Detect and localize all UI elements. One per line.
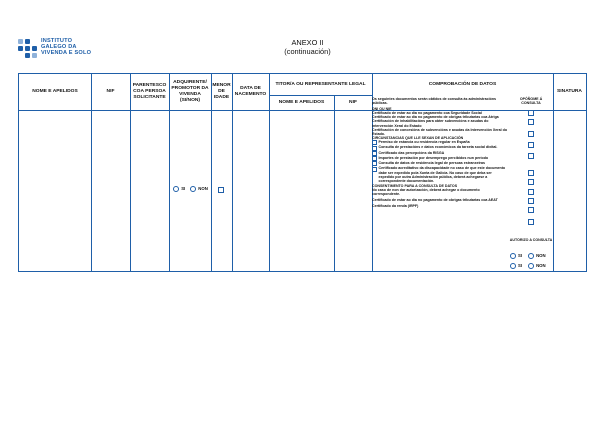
doc-item: Certificación de concesións de subvenció… [372,127,508,136]
column-divider [169,74,170,271]
logo-line: GALEGO DA [41,44,77,51]
minor-checkbox[interactable] [218,187,224,193]
buyer-no-radio[interactable] [190,186,197,192]
row-divider [269,95,372,96]
buyer-yes-radio[interactable] [173,186,180,192]
row-divider [19,110,586,111]
institute-logo: INSTITUTO GALEGO DA VIVENDA E SOLO [18,38,91,59]
header-nif: NIF [106,89,115,94]
header-name: NOME E APELIDOS [32,89,78,94]
header-guardian-nif: NIF [349,99,357,105]
buyer-choice: SI NON [170,186,211,192]
doc-item: Certificado de estar ao día no pagamento… [372,115,499,120]
doc-item: Permiso de estancia ou residencia regula… [378,139,470,144]
authorize-irpf-no-radio[interactable] [528,263,535,269]
applicable-heading: CIRCUNSTANCIAS QUE LLE SEXAN DE APLICACI… [372,135,464,140]
authorize-label: AUTORIZO A CONSULTA [509,238,553,242]
annex-title: ANEXO II [291,38,324,47]
oppose-checkbox[interactable] [528,119,534,125]
doc-item: Importes de prestación por desemprego pe… [378,155,489,160]
oppose-checkbox[interactable] [528,170,534,176]
yes-label: SI [518,252,523,258]
logo-text: INSTITUTO GALEGO DA VIVENDA E SOLO [41,38,91,57]
yes-label: SI [518,262,523,268]
doc-item: Certificado acreditativo da discapacidad… [378,166,506,183]
header-birth-date: DATA DE NACEMENTO [234,86,267,97]
oppose-checkbox[interactable] [528,142,534,148]
no-label: NON [536,262,546,268]
authorize-aeat-no-radio[interactable] [528,253,535,259]
oppose-checkbox[interactable] [528,179,534,185]
oppose-checkbox[interactable] [528,189,534,195]
header-guardian-name: NOME E APELIDOS [278,99,325,105]
doc-item: Certificado de estar ao día no pagamento… [372,111,482,116]
xunta-cross-icon [18,39,38,59]
consent-text: No caso de non dar autorización, deberá … [372,187,480,196]
circumstance-checkbox[interactable] [372,161,377,167]
oppose-checkbox[interactable] [528,131,534,137]
header-signature: SINATURA [557,89,582,94]
column-divider [553,74,554,271]
column-divider [269,74,270,271]
circumstance-checkbox[interactable] [372,150,377,156]
buyer-no-label: NON [198,185,208,191]
header-minor: MENOR DE IDADE [212,83,231,100]
annex-subtitle: (continuación) [284,46,331,56]
doc-item: Certificado das percepcións da RISGA [378,150,445,155]
doc-item: Certificado de estar ao día no pagamento… [372,198,498,203]
column-divider [372,74,373,271]
consent-heading: CONSENTIMENTO PARA A CONSULTA DE DATOS [372,183,458,188]
authorize-aeat-yes-radio[interactable] [510,253,516,259]
oppose-checkbox[interactable] [528,198,534,204]
authorize-irpf-yes-radio[interactable] [510,263,516,269]
oppose-label: OPÓÑOME Á CONSULTA [519,97,543,106]
oppose-checkbox[interactable] [528,207,534,213]
page-heading: ANEXO II (continuación) [0,38,615,56]
doc-item: Consulta de prestacións e datos económic… [378,145,498,150]
authorize-irpf: SI NON [510,263,546,269]
column-divider [232,74,233,271]
oppose-checkbox[interactable] [528,110,534,116]
header-data-check: COMPROBACIÓN DE DATOS [428,82,497,87]
data-check-docs: Os seguintes documentos serán obtidos de… [372,97,508,208]
circumstance-checkbox[interactable] [372,166,377,172]
column-divider [130,74,131,271]
header-guardian: TITOR/A OU REPRESENTANTE LEGAL [275,81,366,87]
members-table: NOME E APELIDOS NIF PARENTESCO COA PERSO… [18,73,587,272]
oppose-checkbox[interactable] [528,219,534,225]
doc-item: DNI OU NIE [372,107,392,112]
check-intro: Os seguintes documentos serán obtidos de… [372,97,497,106]
doc-item: Certificado da renda (IRPF) [372,204,419,209]
logo-line: INSTITUTO [41,38,73,44]
no-label: NON [536,252,546,258]
header-relationship: PARENTESCO COA PERSOA SOLICITANTE [132,83,167,100]
circumstance-checkbox[interactable] [372,140,377,146]
doc-item: Consulta de datos de residencia legal de… [378,161,485,166]
header-buyer: ADQUIRENTE/ PROMOTOR DA VIVENDA (SI/NON) [171,80,209,103]
circumstance-checkbox[interactable] [372,145,377,151]
buyer-yes-label: SI [181,185,186,191]
circumstance-checkbox[interactable] [372,156,377,162]
column-divider [334,96,335,271]
column-divider [91,74,92,271]
authorize-aeat: SI NON [510,253,546,259]
column-divider [211,74,212,271]
oppose-checkbox[interactable] [528,153,534,159]
logo-line: VIVENDA E SOLO [41,50,92,57]
doc-item: Certificación de inhabilitacións para ob… [372,119,489,128]
